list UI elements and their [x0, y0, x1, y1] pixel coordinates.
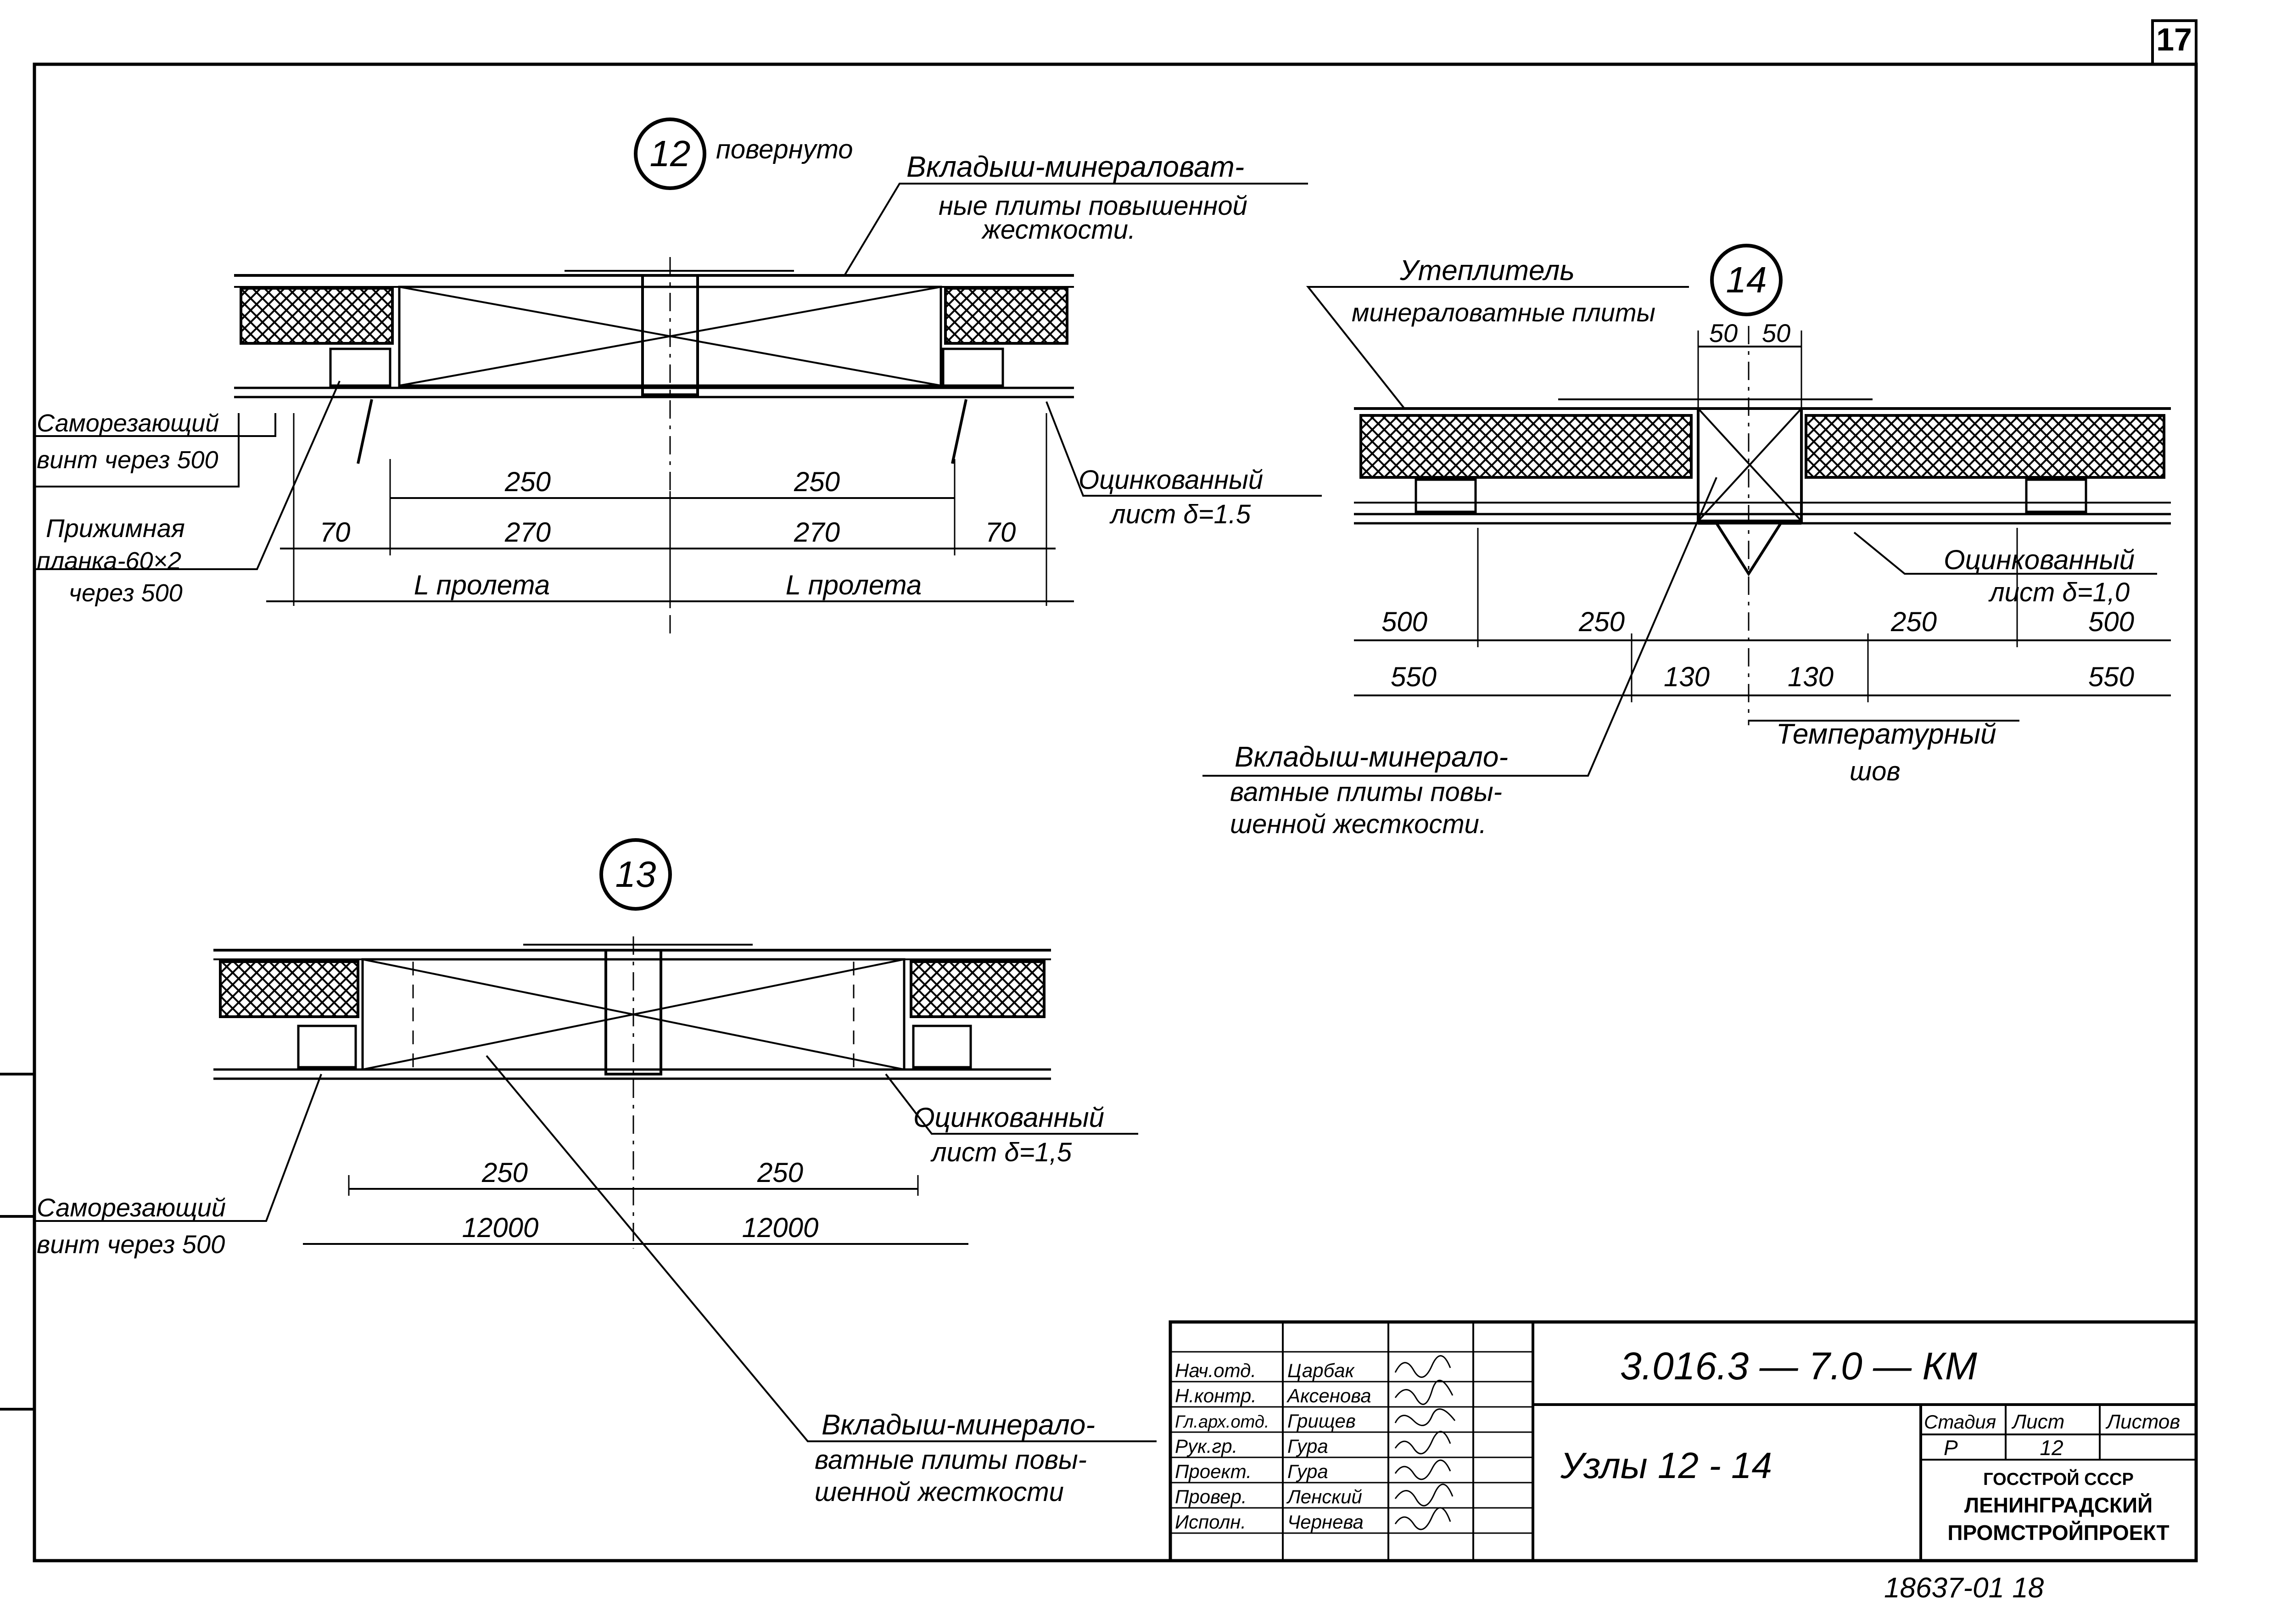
detail-14-dim-50a: 50	[1709, 319, 1738, 347]
detail-14-joint-label-2: шов	[1850, 756, 1901, 786]
detail-12-dim-270b: 270	[794, 517, 840, 548]
detail-13: 13 Саморезающий винт через 500 Оцинкован…	[34, 838, 1157, 1507]
detail-13-sheet-label-1: Оцинкованный	[913, 1102, 1104, 1133]
org-line-3: ПРОМСТРОЙПРОЕКТ	[1947, 1521, 2169, 1545]
detail-14-dim-250a: 250	[1578, 606, 1625, 637]
detail-14-dim-50b: 50	[1762, 319, 1790, 347]
detail-14-insert-label-3: шенной жесткости.	[1230, 809, 1487, 839]
footer-number: 18637-01 18	[1884, 1572, 2044, 1604]
detail-12-number: 12	[650, 133, 691, 174]
detail-13-insert-label-1: Вкладыш-минерало-	[822, 1409, 1095, 1441]
detail-14-insulation-label-1: Утеплитель	[1399, 255, 1575, 286]
detail-14-marker	[1710, 244, 1783, 316]
name-1: Царбак	[1287, 1360, 1355, 1381]
detail-12-span-a: L пролета	[414, 570, 550, 600]
detail-12-insert-label-2: ные плиты повышенной	[939, 191, 1247, 221]
detail-13-dim-12000b: 12000	[742, 1212, 819, 1243]
org-line-1: ГОССТРОЙ СССР	[1983, 1468, 2134, 1489]
role-5: Проект.	[1175, 1461, 1252, 1482]
detail-12-screw-label-1: Саморезающий	[37, 409, 219, 437]
detail-12-screw-label-2: винт через 500	[37, 446, 218, 474]
signatures	[1394, 1355, 1456, 1530]
detail-12-dim-250a: 250	[504, 466, 551, 497]
detail-13-dim-250b: 250	[757, 1157, 803, 1188]
detail-12-dim-250b: 250	[794, 466, 840, 497]
role-4: Рук.гр.	[1175, 1435, 1237, 1457]
detail-14-joint-label-1: Температурный	[1776, 718, 1996, 750]
detail-14-sheet-label-2: лист δ=1,0	[1988, 577, 2130, 607]
detail-13-sheet-label-2: лист δ=1,5	[930, 1137, 1072, 1167]
name-2: Аксенова	[1286, 1385, 1371, 1406]
role-7: Исполн.	[1175, 1511, 1246, 1533]
detail-12-dim-270a: 270	[504, 517, 551, 548]
detail-14-dim-130a: 130	[1664, 661, 1710, 692]
org-line-2: ЛЕНИНГРАДСКИЙ	[1964, 1493, 2153, 1517]
role-1: Нач.отд.	[1175, 1360, 1256, 1381]
detail-14-sheet-label-1: Оцинкованный	[1944, 544, 2135, 575]
detail-14-insert-label-2: ватные плиты повы-	[1230, 777, 1502, 807]
sheet-header: Лист	[2011, 1411, 2064, 1433]
detail-12-dim-70b: 70	[985, 517, 1016, 548]
detail-12-clamp-label-1: Прижимная	[46, 514, 185, 543]
detail-12-dim-70a: 70	[320, 517, 351, 548]
detail-12: 12 повернуто Вкладыш-минераловат- ные пл…	[34, 118, 1322, 633]
name-6: Ленский	[1286, 1486, 1362, 1507]
stage-value: Р	[1944, 1436, 1958, 1460]
detail-13-screw-label-1: Саморезающий	[37, 1193, 226, 1222]
detail-14-number: 14	[1726, 259, 1767, 300]
detail-12-sheet-label-2: лист δ=1.5	[1109, 499, 1251, 529]
detail-12-marker	[634, 118, 706, 190]
detail-12-clamp-label-3: через 500	[69, 579, 183, 607]
detail-12-clamp-label-2: планка-60×2	[37, 547, 181, 575]
detail-13-insert-label-2: ватные плиты повы-	[815, 1445, 1087, 1475]
stage-header: Стадия	[1924, 1411, 1996, 1433]
detail-14-dim-500a: 500	[1381, 606, 1427, 637]
role-6: Провер.	[1175, 1486, 1247, 1507]
sheets-header: Листов	[2105, 1411, 2180, 1433]
detail-13-marker	[599, 838, 672, 911]
detail-14-dim-500b: 500	[2088, 606, 2134, 637]
detail-12-note: повернуто	[716, 134, 853, 164]
drawing-title: Узлы 12 - 14	[1560, 1445, 1772, 1486]
sheet-value: 12	[2040, 1436, 2063, 1460]
role-2: Н.контр.	[1175, 1385, 1257, 1406]
title-block: Нач.отд. Н.контр. Гл.арх.отд. Рук.гр. Пр…	[1169, 1320, 2198, 1562]
detail-14-insert-label-1: Вкладыш-минерало-	[1235, 741, 1508, 773]
detail-13-screw-label-2: винт через 500	[37, 1230, 225, 1259]
detail-14-dim-550b: 550	[2088, 661, 2134, 692]
name-3: Грищев	[1287, 1410, 1356, 1432]
name-7: Чернева	[1287, 1511, 1364, 1533]
detail-14-dim-130b: 130	[1788, 661, 1834, 692]
detail-12-sheet-label-1: Оцинкованный	[1079, 465, 1263, 495]
detail-13-insert-label-3: шенной жесткости	[815, 1477, 1064, 1507]
detail-14-insulation-label-2: минераловатные плиты	[1352, 298, 1655, 327]
detail-12-span-b: L пролета	[786, 570, 922, 600]
detail-12-insert-label-1: Вкладыш-минераловат-	[906, 150, 1244, 183]
name-5: Гура	[1287, 1461, 1328, 1482]
role-3: Гл.арх.отд.	[1175, 1412, 1269, 1432]
detail-13-dim-12000a: 12000	[462, 1212, 539, 1243]
page-number: 17	[2156, 22, 2192, 57]
detail-13-number: 13	[615, 854, 656, 895]
detail-14-dim-550a: 550	[1391, 661, 1437, 692]
detail-13-dim-250a: 250	[481, 1157, 528, 1188]
sheet-frame: 17	[0, 19, 2198, 1562]
detail-14-dim-250b: 250	[1890, 606, 1937, 637]
name-4: Гура	[1287, 1435, 1328, 1457]
detail-14: 14 Утеплитель минераловатные плиты Оцинк…	[1202, 244, 2171, 839]
detail-12-insert-label-3: жесткости.	[981, 215, 1135, 245]
drawing-code: 3.016.3 — 7.0 — КМ	[1620, 1344, 1977, 1388]
